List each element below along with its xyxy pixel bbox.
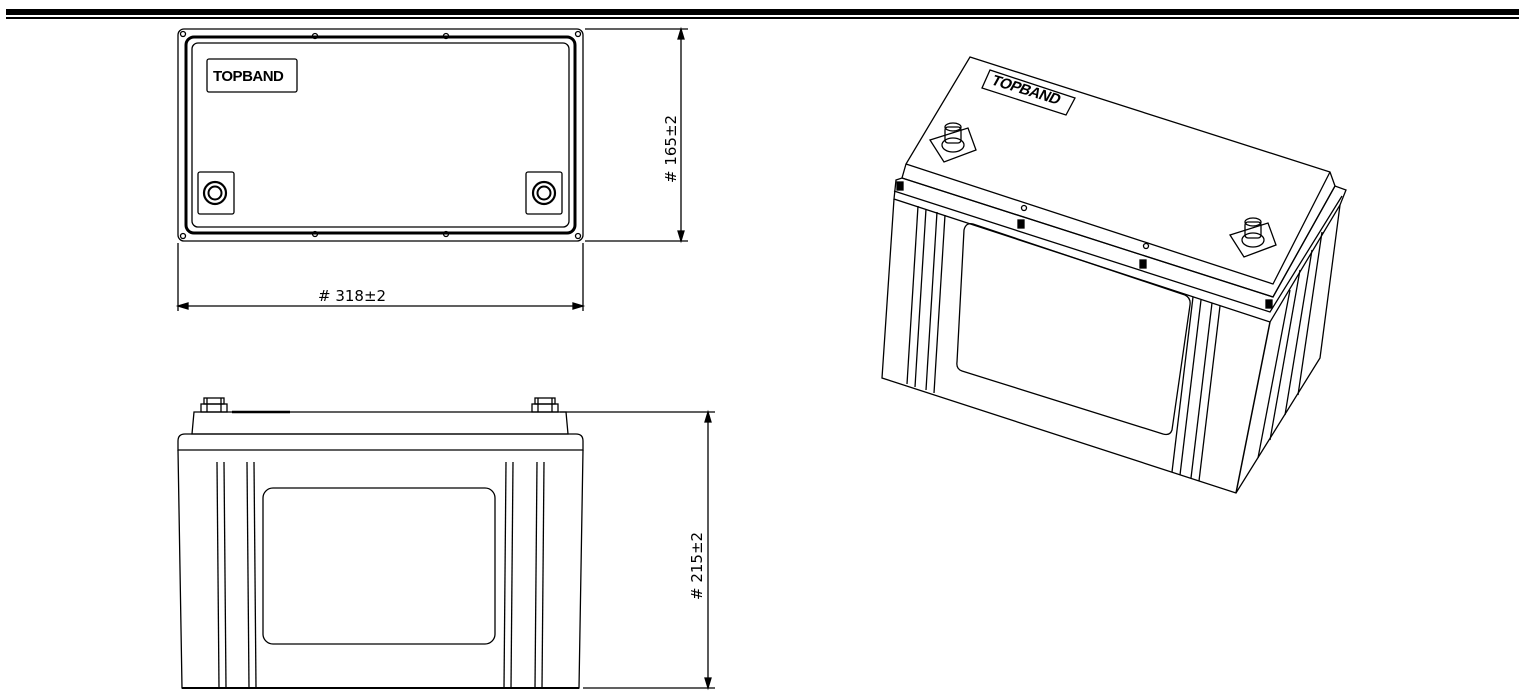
- depth-dimension-label: # 165±2: [662, 115, 680, 183]
- front-view: # 215±2: [177, 397, 715, 691]
- iso-logo: TOPBAND: [988, 73, 1064, 109]
- iso-rim: [893, 177, 1347, 323]
- width-dimension: [175, 243, 586, 311]
- iso-logo-plate: [981, 69, 1076, 116]
- iso-lid-hole: [1142, 242, 1150, 250]
- top-view-logo: TOPBAND: [213, 68, 284, 85]
- top-view-outline: [177, 28, 584, 242]
- iso-lid-edge: [905, 163, 1331, 285]
- top-view-holes: [179, 30, 582, 240]
- header-rule-thick: [6, 9, 1519, 15]
- top-view: TOPBAND # 318±2 # 165±2: [175, 26, 688, 311]
- front-view-body: [177, 449, 584, 689]
- front-view-label-window: [262, 487, 496, 645]
- iso-side-ribs: [1257, 231, 1323, 459]
- height-dimension: [560, 409, 715, 691]
- iso-lid-clips: [896, 181, 1273, 309]
- top-view-logo-plate: [206, 58, 298, 93]
- iso-lid-top: [901, 56, 1336, 298]
- depth-dimension: [585, 26, 688, 244]
- negative-terminal-top: [197, 171, 235, 215]
- iso-view: TOPBAND: [881, 56, 1347, 494]
- negative-terminal-front: [200, 397, 228, 413]
- front-view-ribs: [216, 461, 545, 689]
- front-view-lid: [177, 433, 584, 451]
- top-view-lid: [191, 42, 570, 228]
- top-view-inner-rim: [184, 35, 577, 235]
- iso-positive-terminal: [1228, 217, 1277, 258]
- iso-body: [881, 198, 1341, 494]
- iso-front-ribs: [906, 205, 1221, 482]
- height-dimension-label: # 215±2: [688, 532, 706, 600]
- front-view-lid-top: [191, 411, 569, 435]
- iso-label-window: [956, 222, 1191, 436]
- width-dimension-label: # 318±2: [318, 287, 386, 305]
- positive-terminal-top: [525, 171, 563, 215]
- iso-negative-terminal: [928, 122, 977, 163]
- positive-terminal-front: [531, 397, 559, 413]
- iso-lid-hole: [1020, 204, 1028, 212]
- iso-rim-line: [893, 190, 1343, 313]
- header-rule-thin: [6, 17, 1519, 19]
